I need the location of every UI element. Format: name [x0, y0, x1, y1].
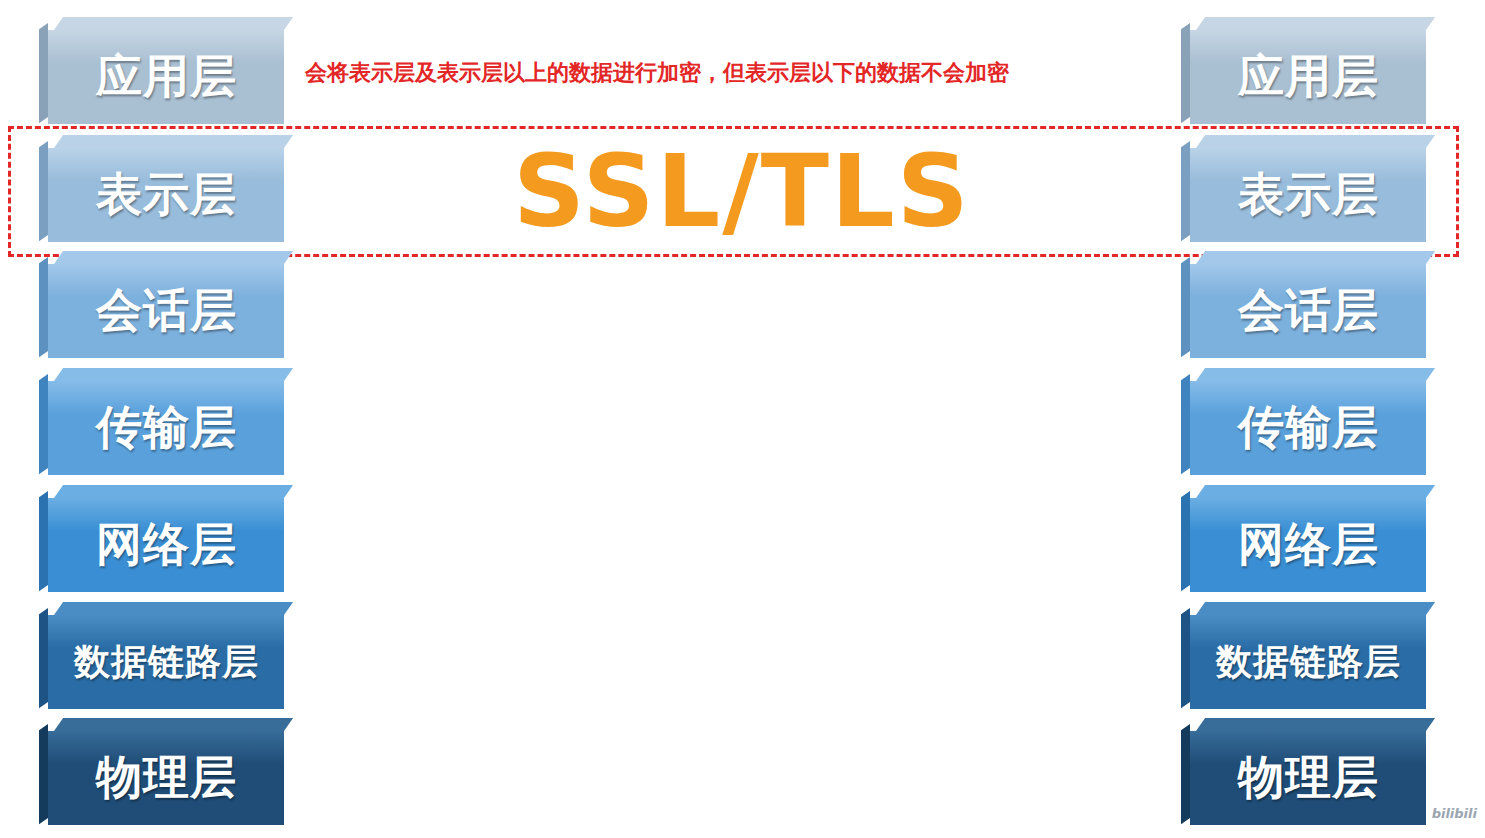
note-text: 会将表示层及表示层以上的数据进行加密，但表示层以下的数据不会加密 — [305, 58, 1009, 88]
encryption-zone: SSL/TLS 表示层 表示层 — [8, 126, 1459, 257]
layer-block: 传输层 — [1190, 381, 1426, 475]
layer-name: 传输层 — [1238, 397, 1379, 459]
layer-name: 会话层 — [96, 280, 237, 342]
layer-block: 网络层 — [1190, 498, 1426, 592]
layer-block: 传输层 — [48, 381, 284, 475]
layer-block: 物理层 — [48, 731, 284, 825]
layer-name: 数据链路层 — [74, 638, 259, 687]
layer-block: 表示层 — [48, 148, 284, 242]
layer-block: 物理层 — [1190, 731, 1426, 825]
layer-block: 应用层 — [48, 30, 284, 124]
layer-name: 物理层 — [96, 747, 237, 809]
layer-block: 会话层 — [1190, 264, 1426, 358]
layer-name: 传输层 — [96, 397, 237, 459]
layer-block: 数据链路层 — [1190, 615, 1426, 709]
layer-name: 应用层 — [1238, 46, 1379, 108]
protocol-title: SSL/TLS — [513, 142, 971, 242]
layer-name: 网络层 — [96, 514, 237, 576]
layer-block: 表示层 — [1190, 148, 1426, 242]
layer-name: 表示层 — [96, 164, 237, 226]
layer-block: 应用层 — [1190, 30, 1426, 124]
layer-name: 网络层 — [1238, 514, 1379, 576]
layer-block: 网络层 — [48, 498, 284, 592]
layer-name: 表示层 — [1238, 164, 1379, 226]
layer-name: 物理层 — [1238, 747, 1379, 809]
layer-block: 会话层 — [48, 264, 284, 358]
layer-block: 数据链路层 — [48, 615, 284, 709]
layer-name: 应用层 — [96, 46, 237, 108]
watermark: bilibili — [1432, 806, 1477, 821]
layer-name: 数据链路层 — [1216, 638, 1401, 687]
layer-name: 会话层 — [1238, 280, 1379, 342]
